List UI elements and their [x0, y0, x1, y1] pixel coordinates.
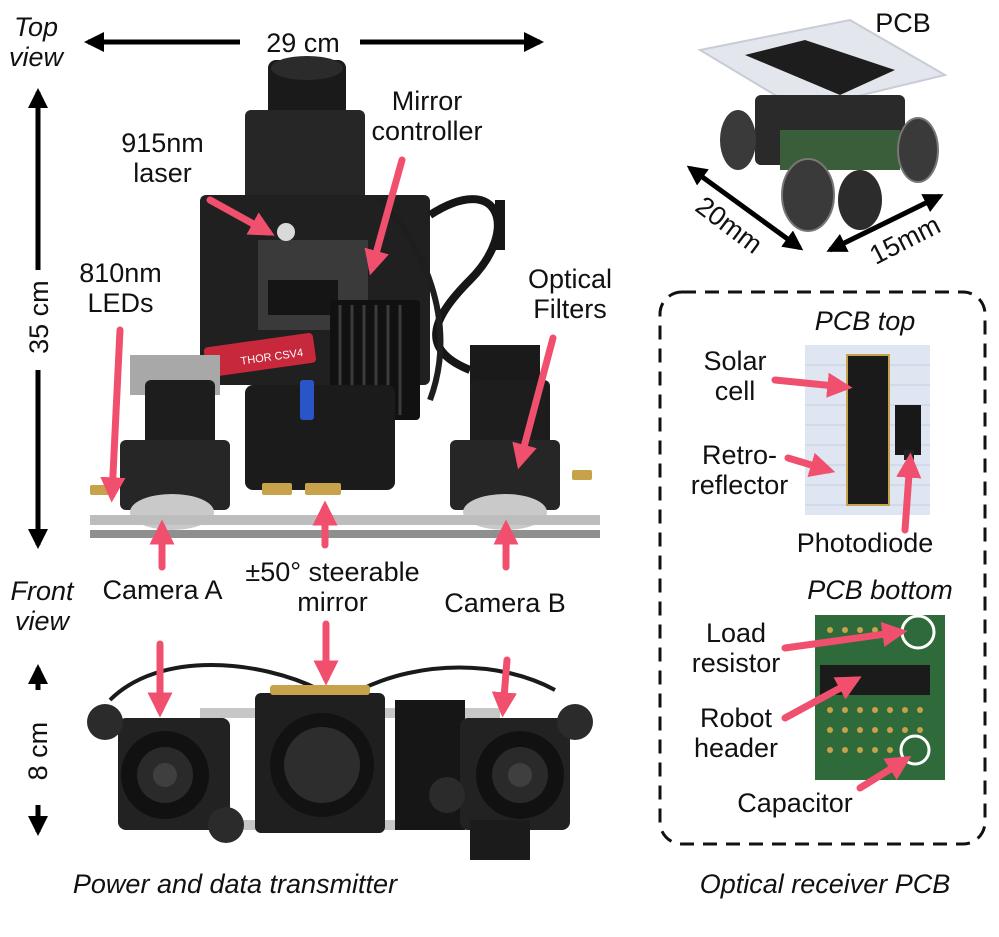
depth-label: 35 cm [23, 280, 54, 354]
load-resistor-arrow [781, 621, 908, 652]
photodiode-label: Photodiode [796, 528, 934, 558]
top-view-label: Top view [8, 12, 63, 73]
transmitter-caption: Power and data transmitter [72, 869, 398, 899]
retroreflector-arrow [784, 452, 836, 477]
pcb-bottom-label: PCB bottom [807, 575, 953, 605]
robot-header-arrow [781, 676, 862, 722]
mirror-controller-arrow [364, 156, 406, 276]
width-label: 29 cm [266, 28, 340, 58]
steerable-mirror-label: ±50° steerable mirror [245, 557, 420, 618]
capacitor-arrow [856, 756, 912, 792]
pcb-label: PCB [875, 8, 931, 38]
photodiode-arrow [896, 452, 922, 534]
capacitor-label: Capacitor [737, 788, 853, 818]
retroreflector-label: Retro-reflector [690, 440, 789, 501]
height-label: 8 cm [22, 721, 53, 781]
solar-cell-label: Solar cell [703, 346, 767, 407]
leds-label: 810nm LEDs [79, 258, 162, 319]
laser-arrow [206, 196, 275, 236]
front-view-label: Front view [10, 576, 74, 637]
mirror-controller-label: Mirror controller [371, 86, 483, 147]
robot-header-label: Robot header [693, 703, 779, 764]
solar-cell-arrow [771, 372, 853, 398]
pcb-top-label: PCB top [814, 306, 916, 336]
camera-b-label: Camera B [444, 588, 566, 618]
receiver-caption: Optical receiver PCB [699, 869, 951, 899]
camera-b-front-arrow [491, 656, 517, 718]
optical-filters-arrow [512, 334, 557, 470]
pcb-length-arrow [686, 165, 804, 251]
laser-label: 915nm laser [121, 128, 204, 189]
optical-filters-label: Optical Filters [527, 264, 613, 325]
pcb-width-arrow [826, 193, 944, 253]
leds-arrow [100, 326, 126, 503]
camera-a-label: Camera A [102, 575, 223, 605]
load-resistor-label: Load resistor [691, 618, 781, 679]
